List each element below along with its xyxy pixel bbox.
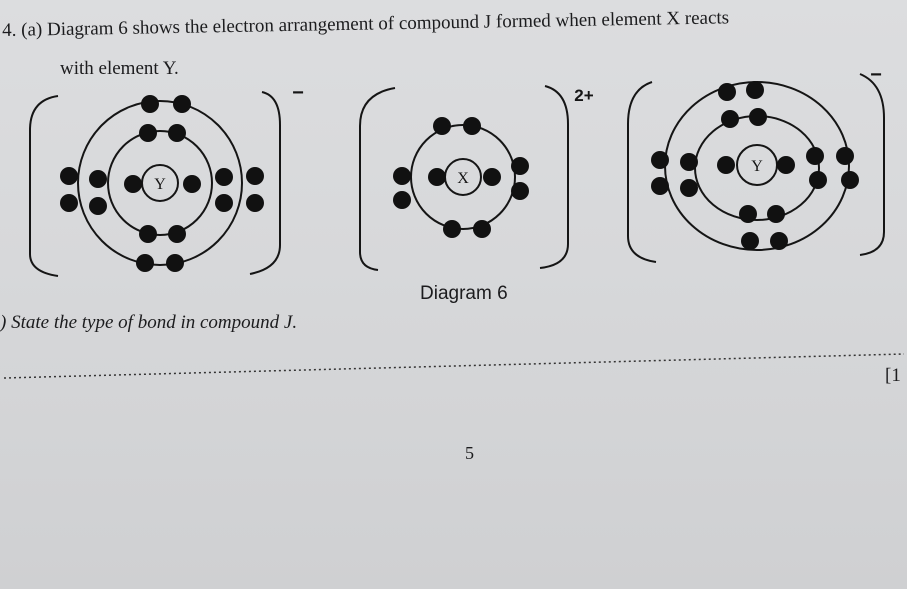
nucleus-label-x: X (457, 170, 469, 187)
answer-line[interactable] (4, 350, 904, 380)
nucleus-label-y-right: Y (751, 158, 763, 175)
diagram-6-electron-arrangement: Y X Y − 2+ − (29, 64, 885, 277)
y-ion-left (29, 91, 281, 277)
sub-question-text: ) State the type of bond in compound J. (0, 312, 298, 333)
mark-allocation: [1 (885, 365, 901, 386)
charge-y-left: − (292, 82, 304, 104)
question-intro-line1: 4. (a) Diagram 6 shows the electron arra… (2, 7, 730, 41)
charge-x: 2+ (574, 86, 593, 105)
diagram-caption: Diagram 6 (420, 283, 508, 304)
page-number: 5 (465, 443, 474, 463)
x-ion (359, 85, 569, 271)
charge-y-right: − (870, 64, 882, 86)
question-intro-line2: with element Y. (60, 58, 179, 79)
nucleus-label-y-left: Y (154, 176, 166, 193)
